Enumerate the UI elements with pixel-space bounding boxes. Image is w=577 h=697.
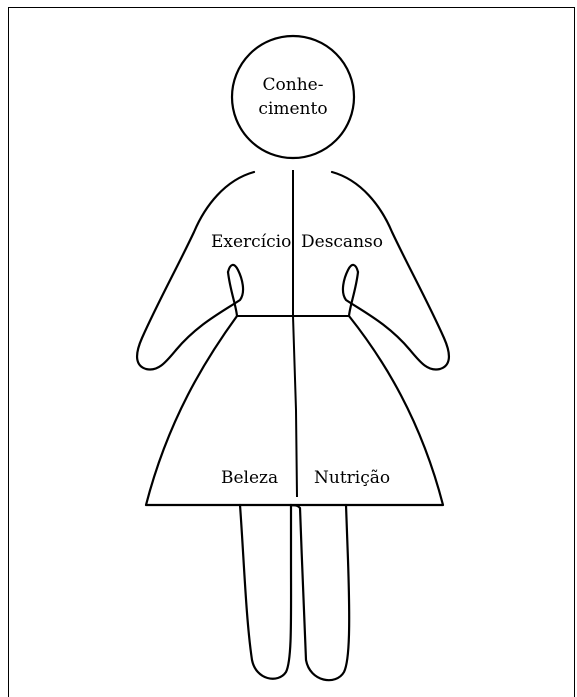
bodice-right-side bbox=[349, 272, 358, 316]
head-label-line2: cimento bbox=[238, 97, 348, 121]
right-leg-outline bbox=[291, 505, 349, 680]
bodice-left-side bbox=[228, 272, 237, 316]
label-beleza: Beleza bbox=[221, 470, 278, 487]
right-arm-outline bbox=[332, 172, 449, 370]
label-nutricao: Nutrição bbox=[314, 470, 390, 487]
left-leg-outline bbox=[240, 505, 291, 679]
label-exercicio: Exercício bbox=[211, 234, 291, 251]
head-label-line1: Conhe- bbox=[238, 73, 348, 97]
center-divider bbox=[293, 170, 297, 497]
head-label: Conhe- cimento bbox=[238, 73, 348, 121]
label-descanso: Descanso bbox=[301, 234, 383, 251]
left-arm-outline bbox=[137, 172, 254, 370]
